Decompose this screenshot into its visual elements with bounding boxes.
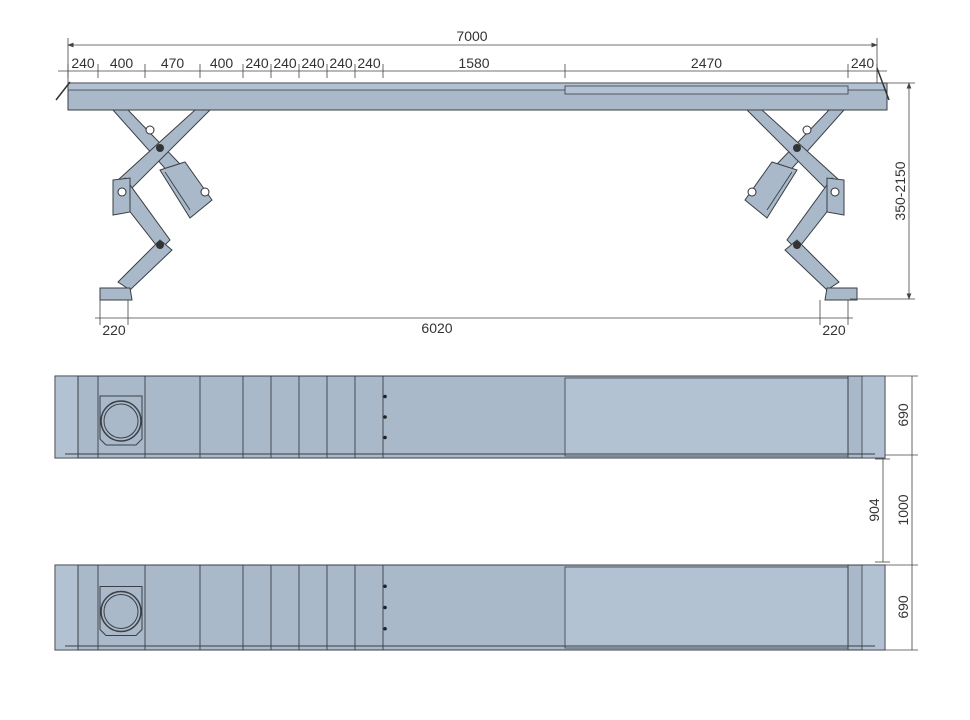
platform-width-bottom-label: 690 — [895, 595, 911, 619]
segment-dimension-label: 240 — [273, 55, 297, 71]
base-left-label: 220 — [102, 322, 126, 338]
plan-view-platform-2 — [54, 564, 886, 651]
segment-dimension-label: 240 — [71, 55, 95, 71]
plan-dimensions: 690 1000 904 690 — [866, 375, 918, 651]
segment-dimension-label: 470 — [161, 55, 185, 71]
base-dimensions: 220 6020 220 — [95, 300, 853, 338]
height-range-label: 350-2150 — [892, 161, 908, 220]
turntable-icon — [100, 590, 142, 633]
platform-side — [55, 67, 890, 111]
base-span-label: 6020 — [421, 320, 452, 336]
height-dimension: 350-2150 — [850, 82, 915, 300]
segment-dimension-label: 240 — [245, 55, 269, 71]
base-right-label: 220 — [822, 322, 846, 338]
platform-width-top-label: 690 — [895, 403, 911, 427]
segment-dimension-label: 1580 — [458, 55, 489, 71]
overall-length-label: 7000 — [456, 28, 487, 44]
segment-dimension-label: 240 — [329, 55, 353, 71]
inner-gap-label: 904 — [866, 498, 882, 522]
turntable-plate — [99, 395, 143, 446]
turntable-plate — [99, 586, 143, 636]
ramp-plate — [564, 566, 849, 649]
left-scissor-mechanism — [99, 109, 213, 301]
segment-dimension-label: 240 — [301, 55, 325, 71]
segment-dimension-label: 400 — [110, 55, 134, 71]
plan-view-platform-1 — [54, 375, 886, 459]
right-scissor-mechanism — [744, 109, 858, 301]
center-distance-label: 1000 — [895, 494, 911, 525]
segment-dimension-label: 400 — [210, 55, 234, 71]
turntable-icon — [100, 400, 142, 442]
segment-dimension-label: 2470 — [691, 55, 722, 71]
overall-length-dimension: 7000 — [67, 28, 878, 84]
ramp-plate — [564, 377, 849, 457]
segment-dimension-label: 240 — [851, 55, 875, 71]
segment-dimension-label: 240 — [357, 55, 381, 71]
